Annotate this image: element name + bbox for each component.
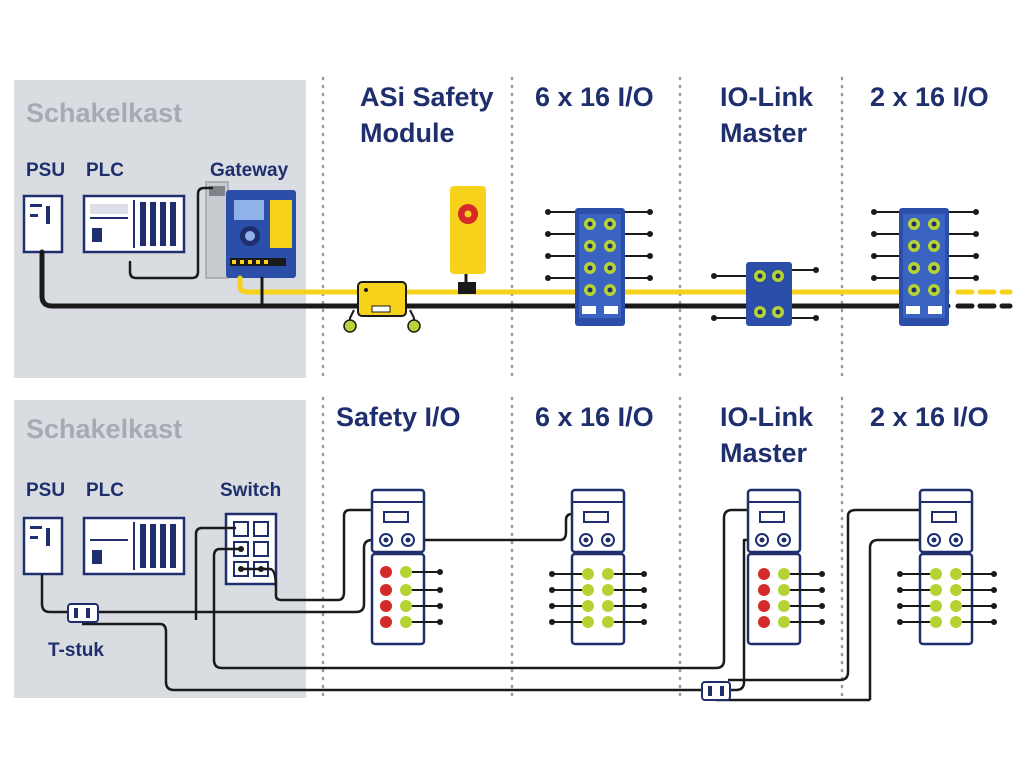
t-connector-icon — [701, 681, 731, 701]
power-supply-icon — [22, 194, 64, 254]
top-panel: Schakelkast ASi Safety Module 6 x 16 I/O… — [14, 76, 1013, 382]
bottom-iolink-master — [746, 488, 825, 646]
plc-rack-icon — [82, 194, 186, 254]
top-col-2x16-title: 2 x 16 I/O — [870, 82, 989, 112]
bottom-plc-label: PLC — [86, 480, 124, 501]
bottom-switch-label: Switch — [220, 480, 281, 501]
bottom-safety-io-module — [370, 488, 443, 646]
top-col-6x16-title: 6 x 16 I/O — [535, 82, 654, 112]
bottom-dividers — [321, 396, 844, 702]
emergency-stop-icon — [450, 186, 486, 294]
bottom-cabinet-title: Schakelkast — [26, 414, 182, 444]
bottom-tee-label: T-stuk — [48, 640, 104, 661]
top-io-module-6x16 — [545, 208, 653, 326]
bottom-col-6x16-title: 6 x 16 I/O — [535, 402, 654, 432]
bottom-io-module-2x16 — [897, 488, 997, 646]
bottom-cables — [40, 508, 926, 702]
top-psu-label: PSU — [26, 160, 65, 181]
asi-safety-module — [343, 281, 421, 333]
top-cables — [39, 186, 1013, 309]
bottom-psu-label: PSU — [26, 480, 65, 501]
top-dividers — [321, 76, 844, 382]
bottom-col-2x16-title: 2 x 16 I/O — [870, 402, 989, 432]
top-io-module-2x16 — [871, 208, 979, 326]
top-col-asi-safety-title: ASi Safety Module — [360, 82, 501, 148]
top-iolink-master — [711, 262, 819, 326]
top-gateway-label: Gateway — [210, 160, 289, 181]
top-col-iolink-title: IO-Link Master — [720, 82, 821, 148]
top-plc-label: PLC — [86, 160, 124, 181]
plc-rack-icon — [82, 516, 186, 576]
power-supply-icon — [22, 516, 64, 576]
asi-gateway-icon — [205, 181, 296, 279]
t-connector-icon — [67, 603, 99, 623]
bottom-col-safety-io-title: Safety I/O — [336, 402, 461, 432]
bottom-io-module-6x16 — [549, 488, 647, 646]
bottom-col-iolink-title: IO-Link Master — [720, 402, 821, 468]
bottom-panel: Schakelkast Safety I/O 6 x 16 I/O IO-Lin… — [14, 396, 997, 702]
top-cabinet-title: Schakelkast — [26, 98, 182, 128]
